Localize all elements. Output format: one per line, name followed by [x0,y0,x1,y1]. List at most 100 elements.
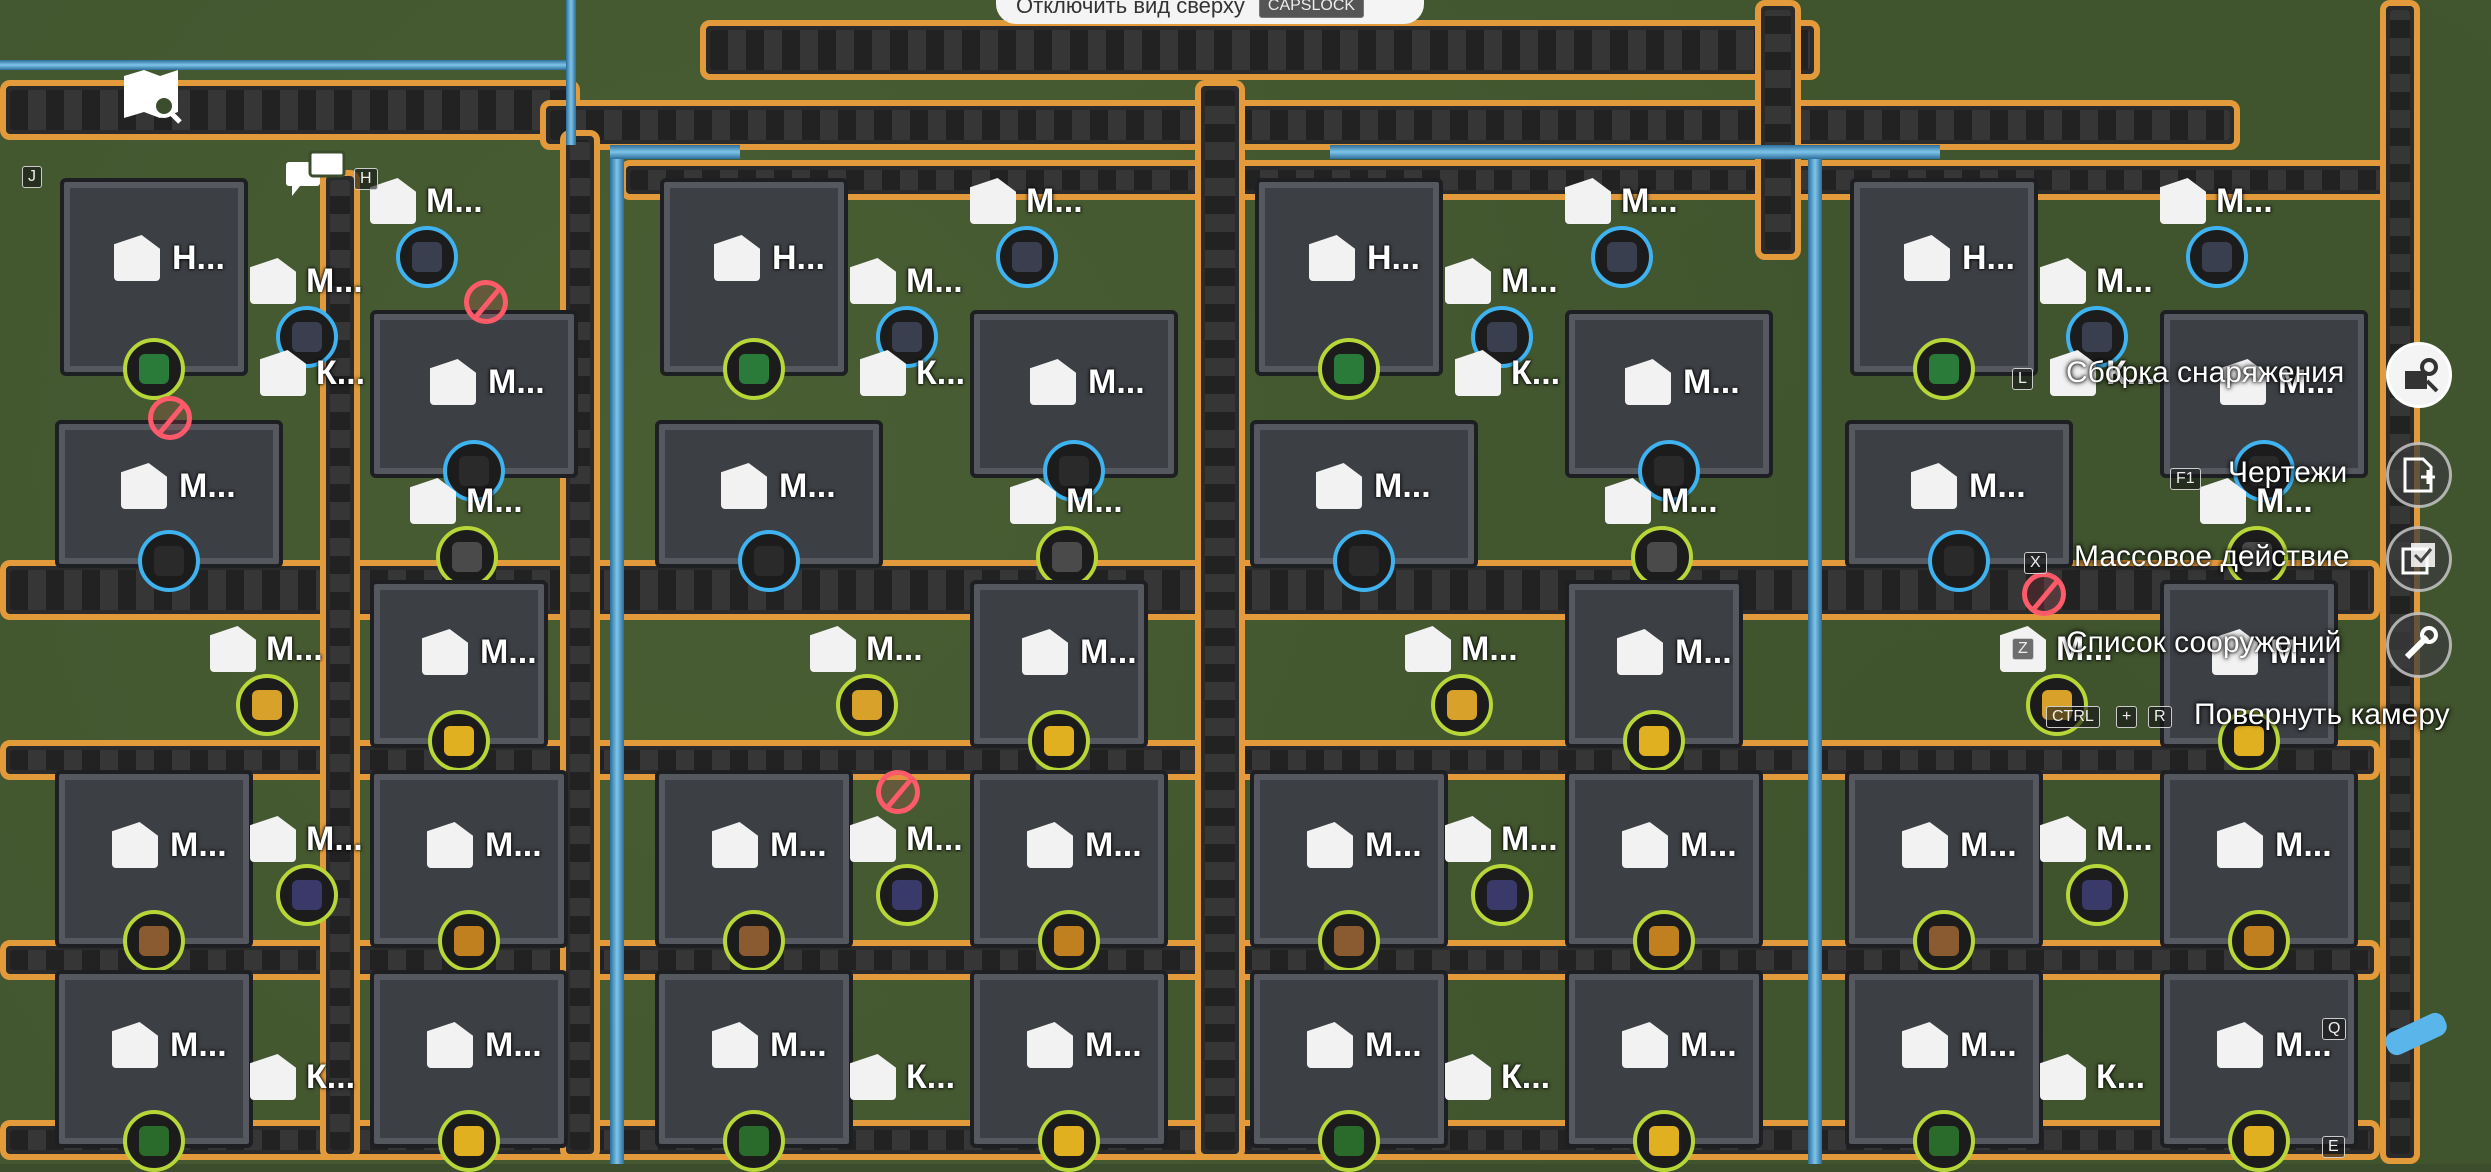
small-machine-tag[interactable]: М... [2200,478,2350,588]
factory-machine[interactable]: М... [970,770,1168,972]
small-machine-tag[interactable]: М... [370,178,520,288]
machine-label: М... [1969,467,2026,505]
factory-machine[interactable]: М... [55,770,253,972]
build-menu-button-4[interactable] [2386,612,2452,678]
output-item-icon [1929,354,1959,384]
fluid-pipe[interactable] [1330,145,1940,159]
small-machine-tag[interactable]: К... [860,350,1010,460]
small-machine-tag[interactable]: М... [810,626,960,736]
machine-recipe-icon [1455,350,1501,396]
machine-recipe-icon [860,350,906,396]
output-item-icon [1059,456,1089,486]
fluid-pipe[interactable] [610,145,624,1164]
machine-label: М... [1066,482,1123,520]
machine-output-indicator [1623,710,1685,772]
factory-machine[interactable]: М... [655,420,883,592]
small-machine-tag[interactable]: М... [250,816,400,926]
output-item-icon [2082,880,2112,910]
small-machine-tag[interactable]: М... [850,258,1000,368]
small-machine-tag[interactable]: К... [250,1054,400,1164]
factory-machine[interactable]: М... [2160,310,2368,502]
conveyor-belt[interactable] [540,100,2240,150]
conveyor-belt[interactable] [700,20,1820,80]
factory-machine[interactable]: М... [1845,770,2043,972]
small-machine-tag[interactable]: М... [1445,258,1595,368]
factory-machine[interactable]: Н... [1255,178,1443,400]
build-menu-button-2[interactable] [2386,442,2452,508]
factory-machine[interactable]: М... [1250,770,1448,972]
machine-recipe-icon [114,235,160,281]
factory-machine[interactable]: М... [1565,770,1763,972]
factory-machine[interactable]: Н... [60,178,248,400]
factory-machine[interactable]: М... [370,310,578,502]
factory-machine[interactable]: М... [370,970,568,1172]
small-machine-tag[interactable]: К... [850,1054,1000,1164]
factory-machine[interactable]: Н... [660,178,848,400]
factory-machine[interactable]: М... [655,770,853,972]
small-machine-tag[interactable]: М... [970,178,1120,288]
factory-machine[interactable]: Н... [1850,178,2038,400]
conveyor-belt[interactable] [320,170,360,1160]
machine-label: М... [2270,633,2327,671]
scan-tool-button[interactable] [2378,1000,2454,1070]
top-view-toggle[interactable]: Отключить вид сверху CAPSLOCK [996,0,1424,24]
machine-recipe-icon [422,629,468,675]
fluid-pipe[interactable] [610,145,740,159]
small-machine-tag[interactable]: К... [1445,1054,1595,1164]
small-machine-tag[interactable]: М... [1010,478,1160,588]
factory-machine[interactable]: М... [970,310,1178,502]
factory-machine[interactable]: М... [1565,310,1773,502]
machine-recipe-icon [1030,359,1076,405]
small-machine-tag[interactable]: М... [850,816,1000,926]
factory-machine[interactable]: М... [2160,770,2358,972]
machine-label: Н... [772,239,825,277]
conveyor-belt[interactable] [1195,80,1245,1160]
small-machine-tag[interactable]: М... [1445,816,1595,926]
fluid-pipe[interactable] [0,60,570,70]
factory-machine[interactable]: М... [55,420,283,592]
conveyor-belt[interactable] [0,80,580,140]
conveyor-belt[interactable] [620,160,2420,200]
factory-machine[interactable]: М... [370,770,568,972]
output-item-icon [1334,354,1364,384]
fluid-pipe[interactable] [566,0,576,145]
factory-machine[interactable]: М... [1250,970,1448,1172]
fluid-pipe[interactable] [1808,145,1822,1164]
small-machine-tag[interactable]: М... [2160,178,2310,288]
small-machine-tag[interactable]: М... [2040,258,2190,368]
small-machine-tag[interactable]: К... [2040,1054,2190,1164]
small-machine-tag[interactable]: М... [1565,178,1715,288]
machine-recipe-icon [1445,816,1491,862]
chat-button[interactable] [284,150,348,202]
factory-machine[interactable]: М... [1565,970,1763,1172]
machine-output-indicator [1318,910,1380,972]
machine-label: М... [170,1026,227,1064]
small-machine-tag[interactable]: М... [1405,626,1555,736]
factory-machine[interactable]: М... [970,580,1148,772]
small-machine-tag[interactable]: М... [1605,478,1755,588]
map-search-button[interactable] [120,66,184,126]
factory-machine[interactable]: М... [1845,970,2043,1172]
small-machine-tag[interactable]: К... [2050,350,2200,460]
factory-machine[interactable]: М... [970,970,1168,1172]
machine-label: М... [2256,482,2313,520]
factory-machine[interactable]: М... [370,580,548,772]
small-machine-tag[interactable]: М... [250,258,400,368]
factory-machine[interactable]: М... [2160,970,2358,1172]
small-machine-tag[interactable]: К... [260,350,410,460]
build-menu-button-1[interactable] [2386,342,2452,408]
small-machine-tag[interactable]: М... [210,626,360,736]
small-machine-tag[interactable]: М... [2040,816,2190,926]
factory-machine[interactable]: М... [655,970,853,1172]
build-menu-button-3[interactable] [2386,526,2452,592]
conveyor-belt[interactable] [1755,0,1801,260]
factory-machine[interactable]: М... [55,970,253,1172]
machine-output-indicator [1928,530,1990,592]
small-machine-tag[interactable]: М... [410,478,560,588]
factory-machine[interactable]: М... [1250,420,1478,592]
small-machine-tag[interactable]: К... [1455,350,1605,460]
factory-machine[interactable]: М... [2160,580,2338,772]
factory-machine[interactable]: М... [1845,420,2073,592]
factory-machine[interactable]: М... [1565,580,1743,772]
